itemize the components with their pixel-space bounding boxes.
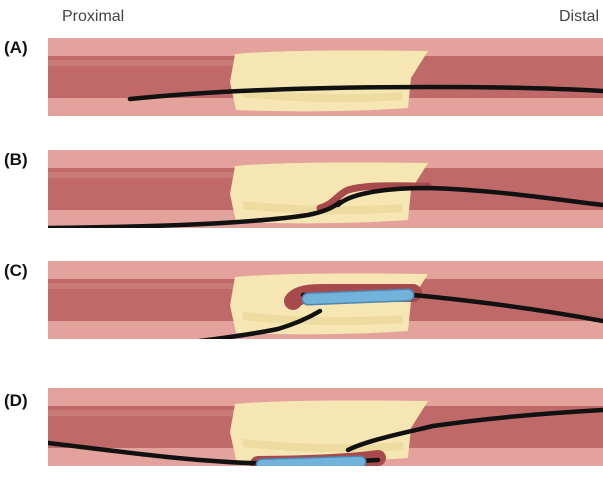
vessel-panel-c — [48, 261, 603, 339]
balloon-fill — [308, 295, 408, 299]
vessel-panel-b — [48, 150, 603, 228]
panel-label-d: (D) — [4, 391, 28, 411]
vessel-panel-d — [48, 388, 603, 466]
lumen-highlight — [48, 60, 248, 66]
proximal-label: Proximal — [62, 8, 124, 26]
vessel-panel-a — [48, 38, 603, 116]
panel-label-b: (B) — [4, 150, 28, 170]
lumen-highlight — [48, 172, 248, 178]
panel-label-c: (C) — [4, 261, 28, 281]
balloon-fill — [262, 462, 360, 465]
lumen-highlight — [48, 410, 248, 416]
distal-label: Distal — [559, 8, 599, 26]
panel-label-a: (A) — [4, 38, 28, 58]
lumen-highlight — [48, 283, 248, 289]
